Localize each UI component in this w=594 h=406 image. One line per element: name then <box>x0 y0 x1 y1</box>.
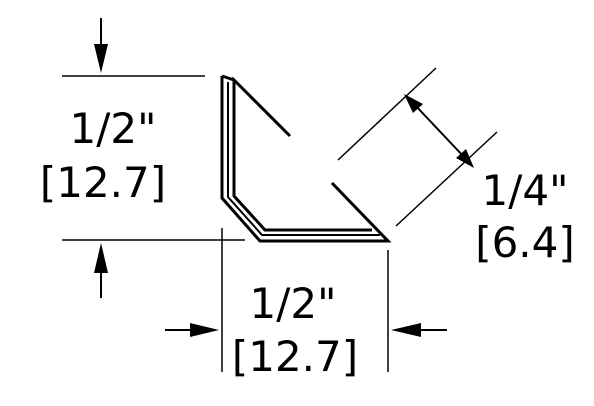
left-dimension-metric-label: [12.7] <box>39 158 167 207</box>
thickness-dim-line <box>413 103 466 159</box>
thickness-ext-line-lower <box>395 131 498 227</box>
thickness-arrow-head-upper <box>404 94 423 113</box>
left-dimension-imperial-label: 1/2" <box>69 104 157 153</box>
thickness-dimension <box>337 67 498 227</box>
bottom-dimension-metric-label: [12.7] <box>231 332 359 381</box>
profile-top-cap <box>221 74 235 82</box>
bottom-arrow-left-head <box>190 323 219 337</box>
bottom-arrow-right-head <box>391 323 421 337</box>
thickness-arrow-head-lower <box>456 149 474 168</box>
left-arrow-top-head <box>94 44 108 73</box>
bottom-dimension <box>165 228 447 372</box>
thickness-ext-line-upper <box>337 67 437 161</box>
profile-mid-line <box>227 82 380 236</box>
bottom-dimension-imperial-label: 1/2" <box>249 279 337 328</box>
angle-profile-shape <box>220 74 392 243</box>
profile-inner-edge <box>232 76 372 232</box>
thickness-dimension-imperial-label: 1/4" <box>481 166 569 215</box>
thickness-dimension-metric-label: [6.4] <box>475 218 575 267</box>
profile-outer-edge <box>220 76 392 243</box>
left-dimension <box>62 18 245 298</box>
left-arrow-bottom-head <box>94 243 108 273</box>
